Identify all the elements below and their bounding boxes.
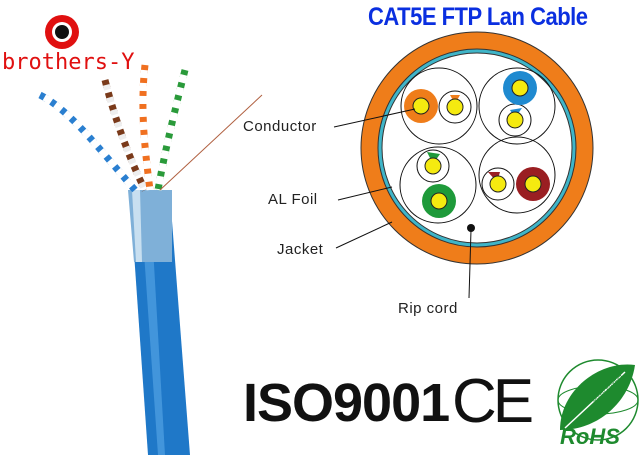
rohs-logo-icon [557, 359, 639, 441]
ce-mark: CE [452, 367, 534, 436]
brand-name: brothers-Y [2, 50, 135, 75]
brand-logo-icon [45, 15, 79, 49]
rohs-label: RoHS [560, 424, 620, 449]
iso-certification: ISO9001 [243, 373, 450, 433]
label-rip-cord: Rip cord [398, 300, 458, 317]
label-conductor: Conductor [243, 118, 317, 135]
label-jacket: Jacket [277, 241, 324, 258]
rip-cord-dot [467, 224, 475, 232]
page-title: CAT5E FTP Lan Cable [368, 2, 588, 31]
cable-cross-section [333, 31, 594, 299]
cable-photo [38, 64, 263, 455]
label-al-foil: AL Foil [268, 191, 318, 208]
